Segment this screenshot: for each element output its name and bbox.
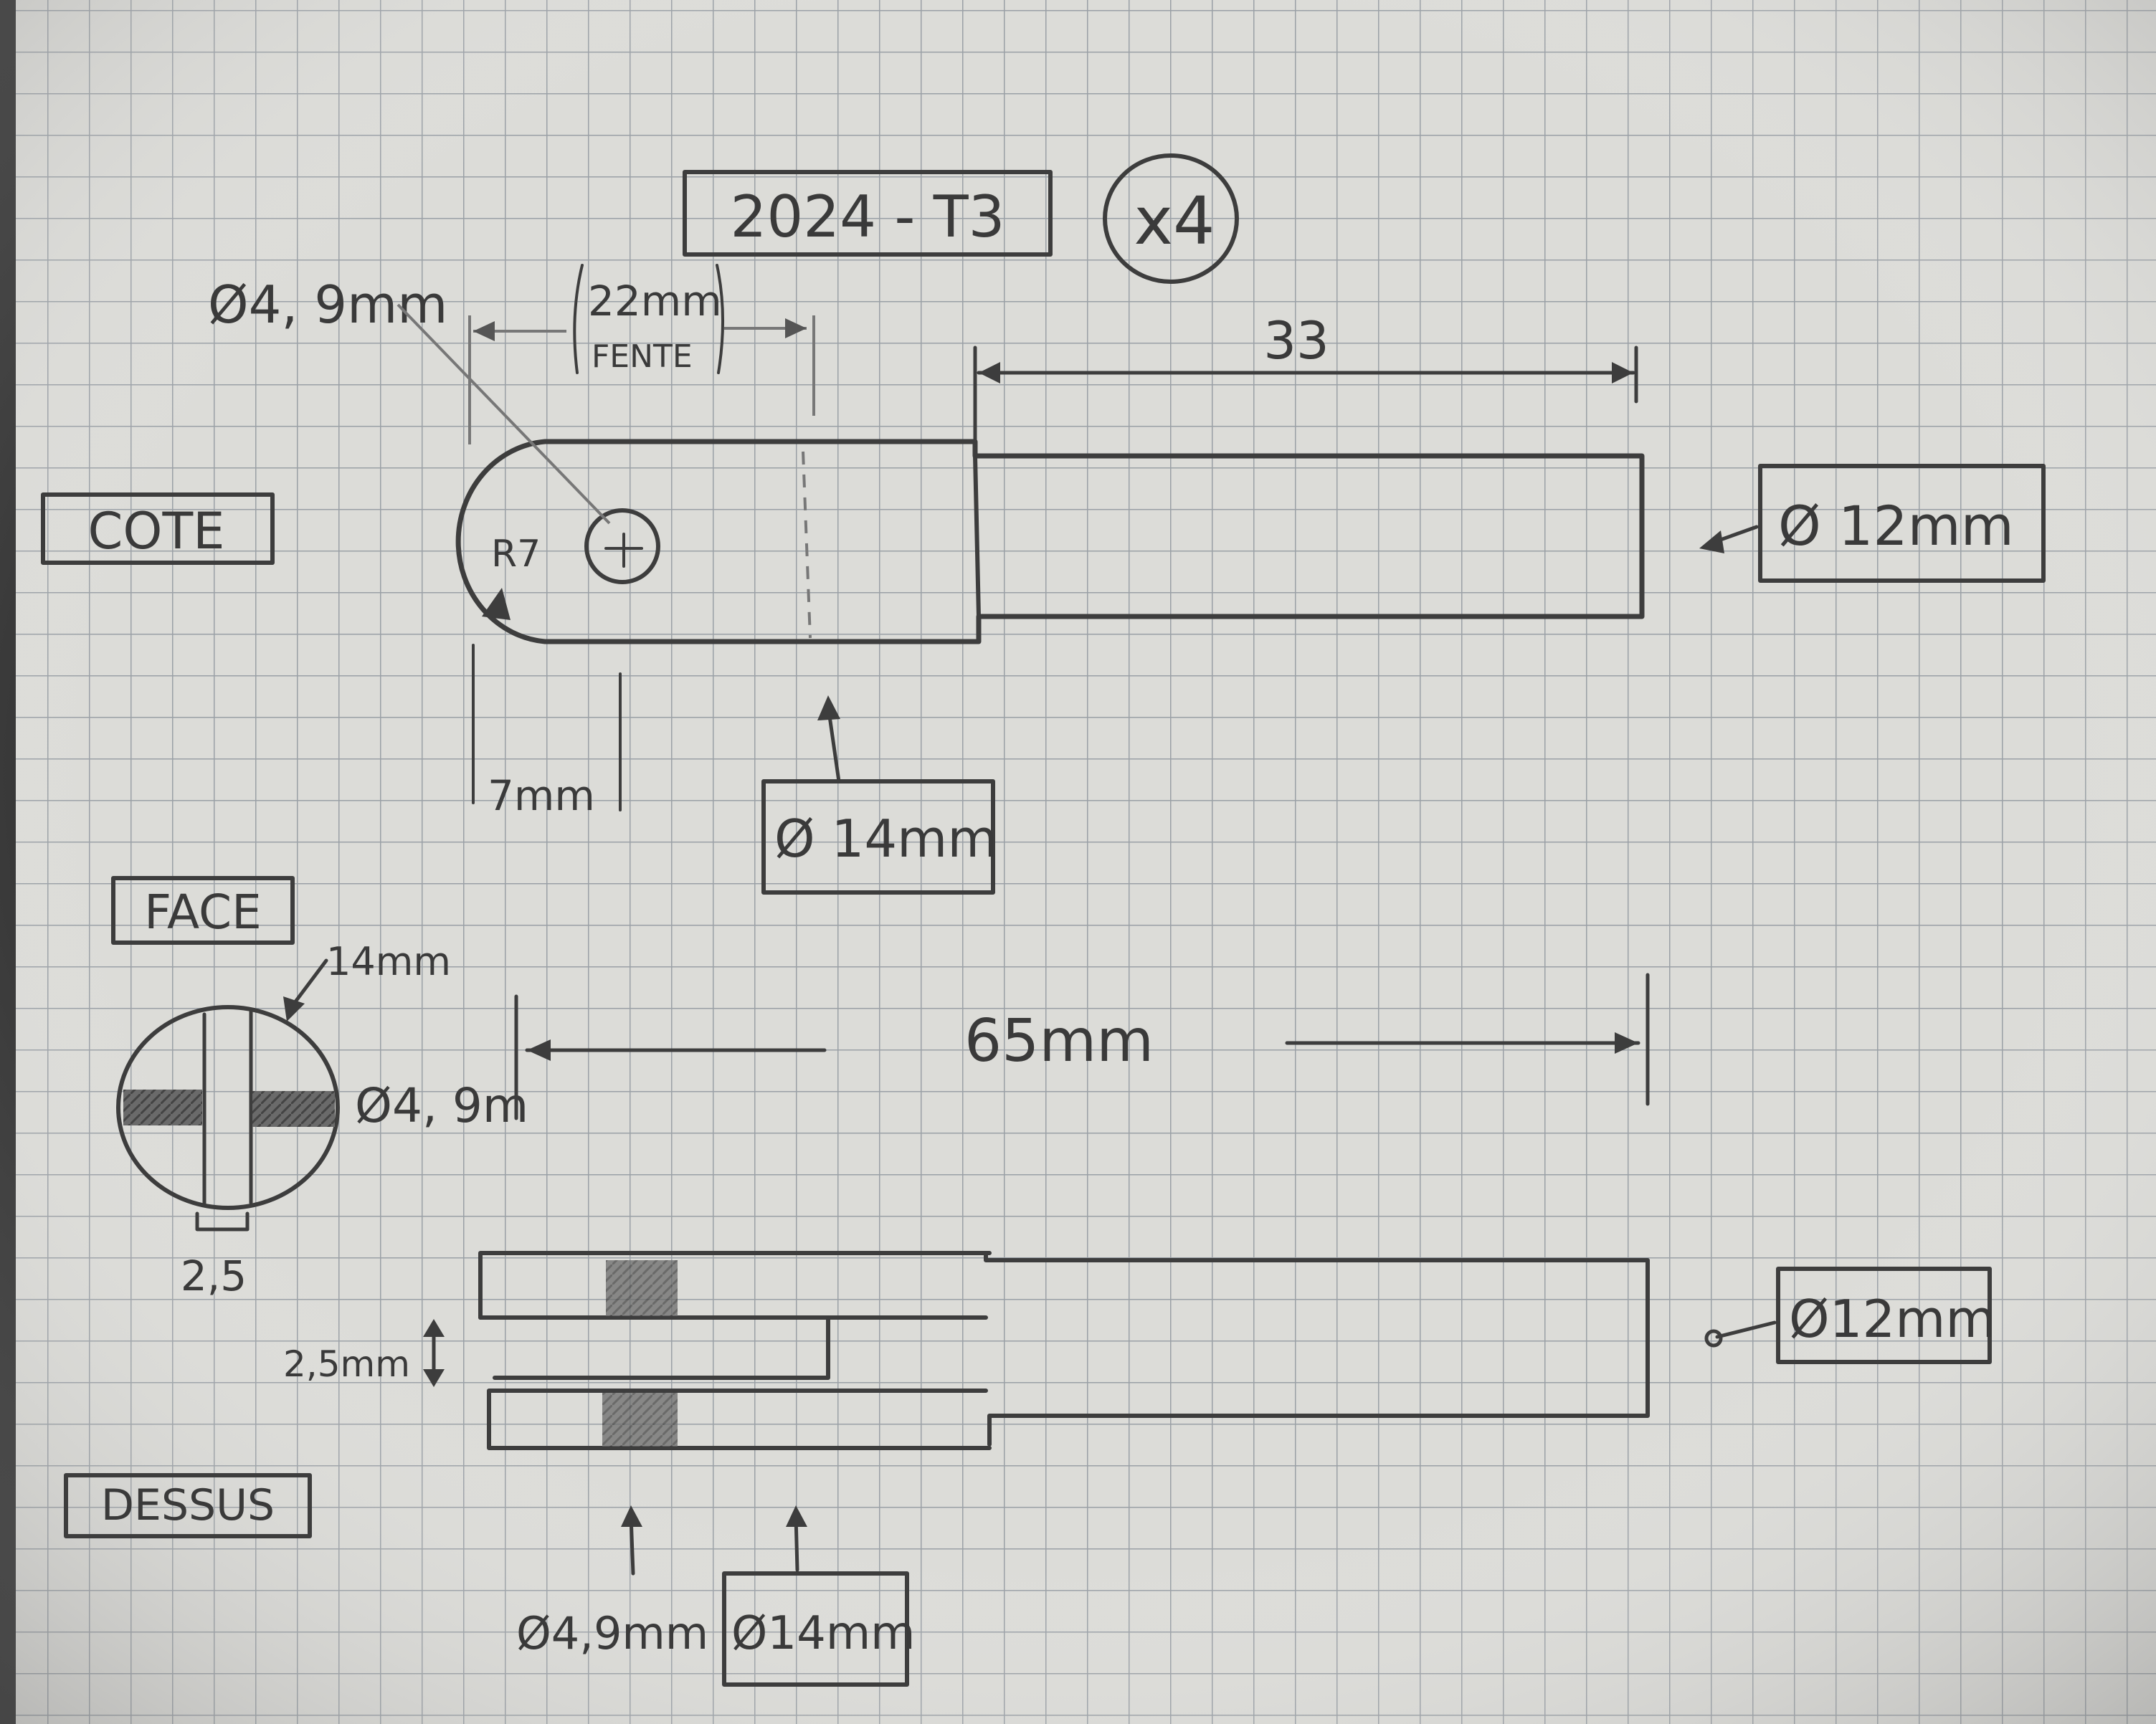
top-hole-hatch-lower	[602, 1393, 678, 1447]
header: 2024 - T3 x4	[683, 153, 1239, 284]
front-outer-diameter: 14mm	[326, 939, 451, 984]
front-hole-diameter: Ø4, 9m	[355, 1078, 528, 1133]
side-head-diameter-box	[761, 779, 995, 895]
side-shoulder-line	[973, 454, 981, 619]
side-view-title: COTE	[88, 502, 225, 561]
side-hole-diameter: Ø4, 9mm	[208, 275, 447, 335]
side-hole-leader	[396, 303, 611, 525]
side-head-diameter: Ø 14mm	[774, 809, 997, 869]
front-outer-leader	[292, 958, 328, 1006]
front-view: FACE 14mm Ø4, 9m 2,5	[111, 876, 528, 1300]
top-slot-width: 2,5mm	[283, 1343, 410, 1385]
overall-arrow-right	[1615, 1032, 1638, 1054]
overall-arrow-left	[527, 1039, 551, 1061]
top-hole-diameter: Ø4,9mm	[516, 1607, 708, 1659]
side-slot-bracket-left	[573, 264, 584, 374]
front-view-title-box	[111, 876, 295, 945]
side-shaft-diameter-box	[1758, 464, 2046, 583]
overall-total-length: 65mm	[964, 1007, 1154, 1075]
top-head-diameter: Ø14mm	[731, 1607, 916, 1660]
side-radius-arrow	[482, 588, 510, 620]
side-view-title-box	[41, 492, 275, 565]
side-shaft-diameter: Ø 12mm	[1778, 494, 2014, 558]
side-slot-bracket-right	[716, 264, 725, 374]
side-slot-length: 22mm	[588, 277, 722, 325]
side-shaft-leader-arrow	[1699, 530, 1724, 553]
quantity-circle	[1103, 153, 1239, 284]
front-slot-width: 2,5	[181, 1252, 247, 1300]
side-length-33: 33	[1263, 310, 1329, 371]
side-part-outline	[455, 439, 1645, 644]
top-slot-width-arrow-up	[423, 1319, 445, 1337]
top-head-diameter-box	[722, 1571, 909, 1687]
top-middle-tongue	[478, 1315, 830, 1380]
top-hole-arrow	[621, 1505, 642, 1527]
top-slot-width-arrow-down	[423, 1369, 445, 1387]
top-lower-prong	[487, 1389, 992, 1450]
front-hole-hatch-right	[252, 1091, 335, 1127]
front-circle	[116, 1005, 340, 1210]
front-slot-width-dim	[195, 1211, 250, 1232]
top-view: DESSUS 2,5mm Ø12mm Ø4,9mm Ø14mm	[64, 1251, 1996, 1687]
side-offset: 7mm	[488, 771, 595, 820]
side-slot-end-line	[802, 451, 812, 639]
front-outer-arrow	[283, 996, 305, 1021]
side-slot-arrow-left	[473, 321, 495, 341]
overall-length: 65mm	[514, 973, 1650, 1120]
top-head-arrow	[786, 1505, 807, 1527]
top-view-title: DESSUS	[101, 1480, 275, 1530]
side-slot-arrow-right	[785, 318, 807, 338]
side-view: COTE Ø4, 9mm R7 22mm FENTE 33	[41, 264, 2046, 895]
top-shaft-diameter: Ø12mm	[1789, 1289, 1996, 1349]
quantity: x4	[1134, 183, 1215, 259]
side-hole	[584, 508, 660, 584]
top-shaft-leader	[1715, 1320, 1777, 1339]
part-ref: 2024 - T3	[730, 184, 1005, 250]
side-33-arrow-left	[979, 362, 1000, 384]
top-shaft-diameter-box	[1776, 1267, 1992, 1364]
side-slot-label: FENTE	[592, 338, 693, 375]
top-view-title-box	[64, 1473, 312, 1538]
part-ref-box	[683, 170, 1053, 257]
side-radius: R7	[491, 533, 541, 576]
top-hole-hatch-upper	[606, 1260, 678, 1316]
side-33-arrow-right	[1612, 362, 1633, 384]
top-shaft	[984, 1251, 1650, 1447]
front-hole-hatch-left	[123, 1090, 202, 1125]
front-view-title: FACE	[144, 885, 262, 940]
side-head-leader-arrow	[817, 695, 840, 720]
top-shaft-leader-dot	[1704, 1329, 1723, 1348]
